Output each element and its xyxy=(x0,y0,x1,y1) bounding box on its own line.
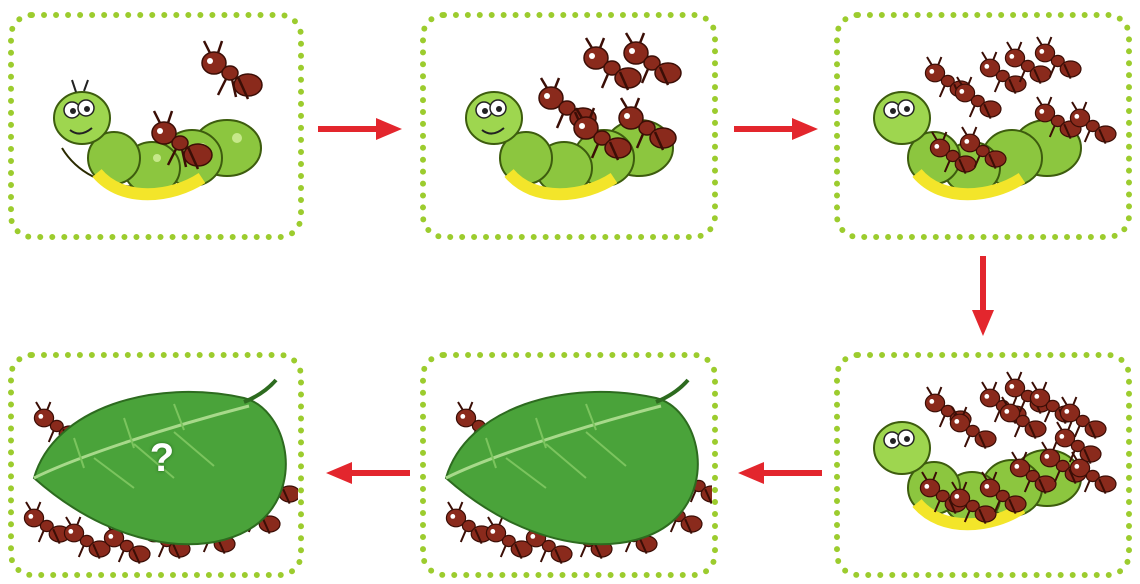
ant-icon xyxy=(583,37,642,91)
caterpillar-with-ants-scene xyxy=(873,36,1117,201)
caterpillar-icon xyxy=(873,91,1082,201)
ant-icon xyxy=(1034,96,1082,140)
ant-icon xyxy=(103,521,151,565)
ant-icon xyxy=(485,516,533,560)
ant-icon xyxy=(573,107,632,161)
ant-icon xyxy=(979,471,1027,515)
arrow-left-icon xyxy=(738,462,822,484)
caterpillar-with-ants-scene xyxy=(53,40,263,201)
ant-icon xyxy=(999,396,1047,440)
ant-icon xyxy=(954,76,1002,120)
ant-icon xyxy=(1034,36,1082,80)
caterpillar-with-ants-scene xyxy=(465,32,682,201)
ant-icon xyxy=(959,126,1007,170)
leaf-icon xyxy=(444,378,699,546)
ant-icon xyxy=(1054,421,1102,465)
step-2-panel xyxy=(420,12,718,240)
caterpillar-with-ants-scene xyxy=(873,371,1117,531)
arrow-right-icon xyxy=(318,118,402,140)
ant-icon xyxy=(151,110,213,170)
ant-icon xyxy=(1059,396,1107,440)
ant-icon xyxy=(1069,101,1117,145)
ant-icon xyxy=(949,406,997,450)
step-6-panel: ? xyxy=(8,352,304,578)
ant-icon xyxy=(445,501,493,545)
ant-icon xyxy=(623,32,682,86)
ant-group xyxy=(919,371,1117,525)
leaf-icon xyxy=(32,378,287,546)
ant-icon xyxy=(1004,41,1052,85)
leaf-over-ants-scene xyxy=(23,378,298,565)
ant-icon xyxy=(1039,441,1087,485)
ant-icon xyxy=(949,481,997,525)
ant-group xyxy=(924,36,1117,175)
ant-icon xyxy=(201,40,263,100)
answer-question-mark: ? xyxy=(149,436,175,480)
arrow-down-icon xyxy=(972,256,994,336)
ant-icon xyxy=(63,516,111,560)
ant-icon xyxy=(1009,451,1057,495)
step-1-panel xyxy=(8,12,304,240)
arrow-left-icon xyxy=(326,462,410,484)
ant-icon xyxy=(618,97,677,151)
ant-icon xyxy=(1069,451,1117,495)
arrow-right-icon xyxy=(734,118,818,140)
step-4-panel xyxy=(834,352,1132,578)
ant-icon xyxy=(23,501,71,545)
leaf-over-ants-scene xyxy=(444,378,712,565)
step-3-panel xyxy=(834,12,1132,240)
step-5-panel xyxy=(420,352,718,578)
